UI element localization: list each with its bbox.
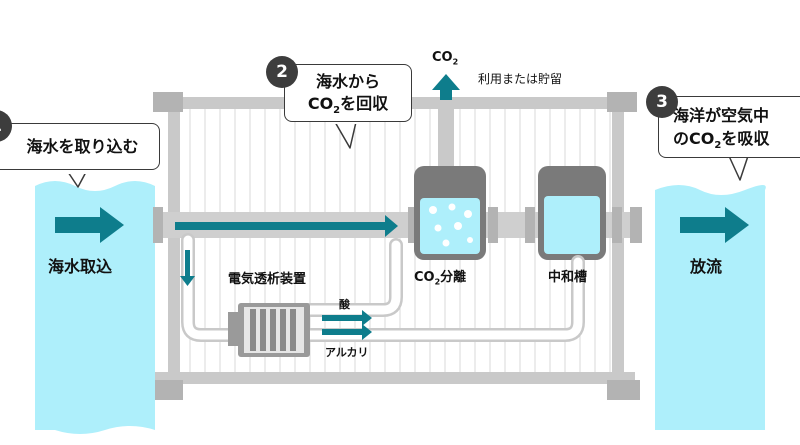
intake-label: 海水取込 xyxy=(48,257,113,276)
alkali-label: アルカリ xyxy=(325,346,369,359)
right-arrow-icon xyxy=(322,310,372,326)
electrodialysis-loop xyxy=(181,233,585,342)
bubble-tail xyxy=(334,121,357,149)
electrodialysis-label: 電気透析装置 xyxy=(228,272,307,287)
step-2-line2: CO2を回収 xyxy=(307,94,389,117)
acid-label: 酸 xyxy=(339,298,350,311)
co2-output-label: CO2 xyxy=(432,50,459,67)
neutralization-label: 中和槽 xyxy=(548,270,588,285)
right-arrow-icon xyxy=(322,324,372,340)
right-arrow-icon xyxy=(680,207,749,243)
bubble-icon xyxy=(464,210,472,218)
outflow-water xyxy=(655,185,766,430)
bubble-icon xyxy=(467,237,473,243)
bubble-icon xyxy=(429,206,437,214)
electrodialysis-unit xyxy=(228,303,310,357)
use-or-storage-label: 利用または貯留 xyxy=(478,72,563,86)
bubble-icon xyxy=(454,222,462,230)
intake-water xyxy=(35,181,155,434)
right-arrow-icon xyxy=(175,215,398,237)
co2-separation-label: CO2分離 xyxy=(414,270,467,287)
step-3-bubble: 海洋が空気中 のCO2を吸収 xyxy=(658,96,800,158)
step-1-bubble: 海水を取り込む xyxy=(0,123,160,170)
neutralization-tank xyxy=(538,166,606,260)
step-3-line1: 海洋が空気中 xyxy=(673,106,770,125)
bubble-icon xyxy=(442,239,450,247)
up-arrow-icon xyxy=(432,74,460,100)
right-arrow-icon xyxy=(55,207,124,243)
step-2-bubble: 海水から CO2を回収 xyxy=(284,64,412,122)
bubble-icon xyxy=(448,203,456,211)
co2-riser-pipe xyxy=(438,108,454,172)
step-3-number: 3 xyxy=(646,86,678,118)
co2-separation-tank xyxy=(414,166,486,260)
step-3-line2: のCO2を吸収 xyxy=(673,129,770,152)
bubble-tail xyxy=(728,155,749,181)
bubble-icon xyxy=(434,224,442,232)
step-1-number: 1 xyxy=(0,110,12,142)
step-1-text: 海水を取り込む xyxy=(26,137,139,156)
step-2-line1: 海水から xyxy=(315,72,380,91)
step-2-number: 2 xyxy=(266,56,298,88)
down-arrow-icon xyxy=(180,250,195,286)
release-label: 放流 xyxy=(690,257,723,276)
plant-frame xyxy=(150,92,640,400)
